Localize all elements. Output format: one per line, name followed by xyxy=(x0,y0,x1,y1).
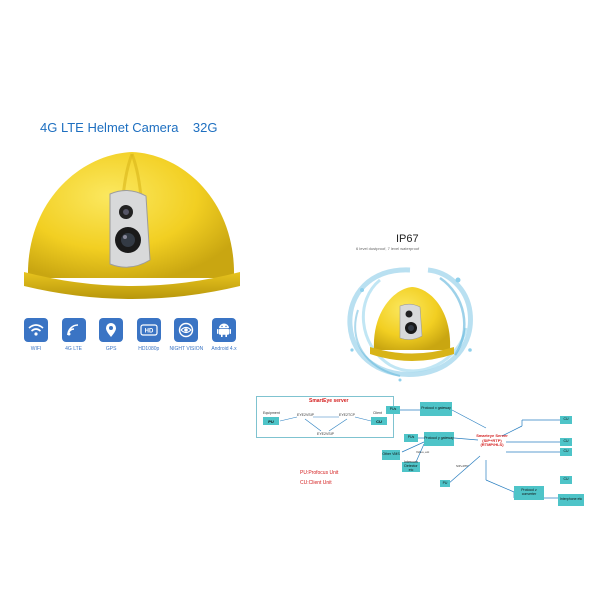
other-vms-box: Other VMS xyxy=(382,450,400,460)
signal-icon xyxy=(61,318,86,342)
feature-label: HD1080p xyxy=(138,346,160,352)
cu-box-3: CU xyxy=(560,448,572,456)
protocol-label-c: EYE2VSIP xyxy=(317,432,334,436)
feature-label: 4G LTE xyxy=(65,346,83,352)
legend-cu: CU:Client Unit xyxy=(300,480,332,486)
cu-box-1: CU xyxy=(560,416,572,424)
feature-gps: GPS xyxy=(95,318,127,368)
network-topology-diagram: PUs Protocol x gateway PUs Protocol y ga… xyxy=(382,400,592,515)
pu-box-1: PUs xyxy=(386,406,400,414)
cu-box-4: CU xyxy=(560,476,572,484)
pu-box: PU xyxy=(263,417,279,425)
feature-label: NIGHT VISION xyxy=(169,346,204,352)
cu-box-2: CU xyxy=(560,438,572,446)
network-connectors xyxy=(400,409,560,499)
ip67-heading: IP67 xyxy=(396,233,419,245)
smarteye-server-label: Smarteye Server (SIP+RTP) (RTMP/HLS) xyxy=(476,433,508,448)
feature-label: Android 4.x xyxy=(211,346,237,352)
night-vision-icon xyxy=(174,318,199,342)
feature-label: GPS xyxy=(105,346,117,352)
cu-box: CU xyxy=(371,417,387,425)
wifi-icon xyxy=(24,318,48,342)
gateway-x-box: Protocol x gateway xyxy=(420,402,452,416)
interphone-box: Interphone etc xyxy=(558,494,584,506)
feature-icon-row: WIFI 4G LTE GPS HD HD1080p NIGHT VISION … xyxy=(20,318,240,368)
smarteye-server-diagram: SmartEye server Equipment PU Client CU E… xyxy=(256,396,394,438)
pu-box-2: PUs xyxy=(404,434,418,442)
diagram-connectors xyxy=(279,416,372,432)
protocol-label-a: EYE2VSIP xyxy=(297,413,314,417)
diagram-title: SmartEye server xyxy=(309,398,349,404)
feature-android: Android 4.x xyxy=(208,318,240,368)
waterproof-splash-image xyxy=(347,267,473,382)
converter-box: Protocol z converter xyxy=(514,486,544,500)
feature-night-vision: NIGHT VISION xyxy=(169,318,204,368)
gateway-y-box: Protocol y gateway xyxy=(424,432,454,446)
hd-icon: HD xyxy=(136,318,161,342)
protocol-label-b: EYE2TCP xyxy=(339,413,355,417)
client-label: Client xyxy=(373,411,382,415)
helmet-camera-image xyxy=(24,152,240,299)
equipment-label: Equipment xyxy=(263,411,280,415)
legend-pu: PU:Profocus Unit xyxy=(300,470,339,476)
pu-box-3: PU xyxy=(440,480,450,487)
video-link-label: Video, etc xyxy=(416,450,430,454)
feature-label: WIFI xyxy=(30,346,42,352)
android-icon xyxy=(211,318,236,342)
sip-rtp-label: SIP+RTP xyxy=(456,464,469,468)
location-pin-icon xyxy=(99,318,124,342)
ip67-subtitle: 6 level dustproof, 7 level waterproof xyxy=(356,246,420,251)
svg-text:HD: HD xyxy=(144,329,153,335)
feature-4g-lte: 4G LTE xyxy=(58,318,90,368)
feature-hd1080p: HD HD1080p xyxy=(133,318,165,368)
intercom-box: Intercom Detector etc xyxy=(402,460,420,472)
page-title: 4G LTE Helmet Camera 32G xyxy=(40,120,218,135)
feature-wifi: WIFI xyxy=(20,318,52,368)
